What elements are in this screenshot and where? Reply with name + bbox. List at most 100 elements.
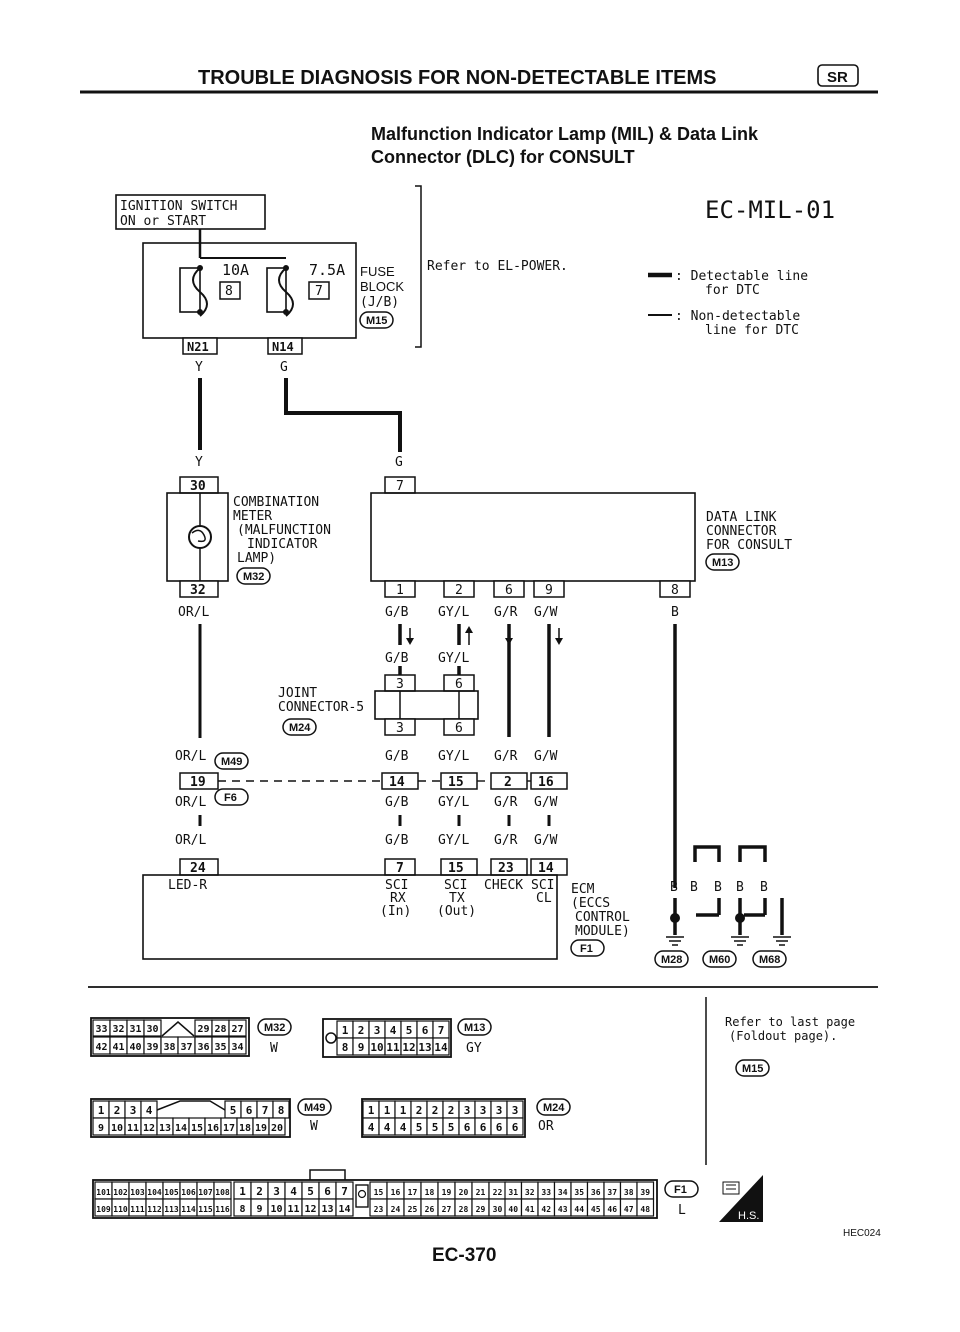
dlc-wire-b: B	[671, 605, 679, 620]
m13-view-cell	[432, 1037, 450, 1056]
joint-pin-6-top-label: 6	[455, 677, 463, 692]
wire-y-label: Y	[195, 455, 203, 470]
pin-n14-label: N14	[272, 340, 294, 354]
f1-view-pin: 105	[164, 1188, 179, 1197]
dlc-pin-8-label: 8	[671, 583, 679, 598]
page-number: EC-370	[432, 1245, 496, 1266]
f1-view-pin: 37	[607, 1188, 617, 1197]
f1-view-pin: 20	[459, 1188, 469, 1197]
refer-last-page-1: Refer to last page	[725, 1015, 855, 1029]
m49-view-pin: 8	[278, 1104, 285, 1117]
m32-view-pin: 36	[197, 1042, 209, 1053]
m49-view-pin: 4	[146, 1104, 153, 1117]
m13-view-pin: 9	[358, 1041, 365, 1054]
f1-view-pin: 28	[459, 1205, 469, 1214]
f1-view-pin: 46	[607, 1205, 617, 1214]
dlc-pin-6	[493, 580, 525, 598]
m24-view-pin: 2	[416, 1104, 423, 1117]
m32-view-pin: 28	[214, 1024, 226, 1035]
dlc-pin-9	[533, 580, 565, 598]
fuse-7-5a-label: 7.5A	[309, 261, 345, 279]
joint-pin-3-bottom-label: 3	[396, 721, 404, 736]
wire-g	[284, 378, 402, 452]
m24-view-oval	[536, 1098, 571, 1116]
ground-m60: M60	[709, 954, 730, 966]
ecm-sci-tx-2: TX	[449, 891, 465, 906]
ecm-sci-rx-3: (In)	[380, 904, 411, 919]
f1-view-pin: 116	[215, 1205, 230, 1214]
joint-wire-gb: G/B	[385, 651, 409, 666]
wire-g-label-top: G	[280, 360, 288, 375]
ecm-led-label: LED-R	[168, 878, 207, 893]
m32-view-oval	[257, 1018, 292, 1036]
wire-orl-label-3: OR/L	[175, 795, 206, 810]
diagram-code: EC-MIL-01	[705, 196, 835, 224]
f1-view-pin: 31	[508, 1188, 518, 1197]
m32-view-pin: 32	[112, 1024, 124, 1035]
fuse-10a	[179, 265, 208, 317]
m24-view-pin: 4	[400, 1121, 407, 1134]
f1-view-pin: 35	[574, 1188, 584, 1197]
dlc-pin-6-label: 6	[505, 583, 513, 598]
pin-n14	[267, 337, 303, 355]
f1-view-pin: 17	[408, 1188, 418, 1197]
fuse-connector: M15	[366, 315, 387, 327]
f1-view-pin: 13	[321, 1204, 333, 1215]
f1-view-pin: 41	[525, 1205, 535, 1214]
f1-view-pin: 110	[113, 1205, 128, 1214]
fuse-block-label-1: FUSE	[360, 264, 395, 279]
low-wire-gw: G/W	[534, 795, 558, 810]
m49-view-pin: 19	[255, 1123, 267, 1134]
f1-view-pin: 2	[256, 1185, 263, 1198]
f1-view-pin: 9	[256, 1204, 262, 1215]
fuse-block-label-2: BLOCK	[360, 279, 404, 294]
f1-view-pin: 102	[113, 1188, 128, 1197]
ground-b-4: B	[736, 880, 744, 895]
m49-view-key	[156, 1100, 226, 1111]
m49-oval	[214, 752, 249, 770]
f1-view-pin: 114	[181, 1205, 196, 1214]
diagram-subtitle-2: Connector (DLC) for CONSULT	[371, 147, 635, 167]
mid-pin-16-label: 16	[538, 775, 554, 790]
low-wire-gb: G/B	[385, 795, 409, 810]
m49-view-pin: 13	[159, 1123, 171, 1134]
f1-view-cell	[213, 1198, 232, 1217]
f1-view-pin: 45	[591, 1205, 601, 1214]
fuse-7-5a	[266, 265, 294, 317]
m24-view-pin: 5	[448, 1121, 455, 1134]
joint-connector-box	[374, 690, 479, 720]
m13-view-pin: 8	[342, 1041, 349, 1054]
dlc-wire-gb: G/B	[385, 605, 409, 620]
f1-view-pin: 48	[640, 1205, 650, 1214]
f1-view-pin: 23	[374, 1205, 384, 1214]
ecm-connector: F1	[580, 943, 593, 955]
legend-detectable-1: : Detectable line	[675, 269, 808, 284]
low-wire-gr: G/R	[494, 795, 518, 810]
m13-view-frame	[322, 1018, 452, 1058]
f1-view-pin: 25	[408, 1205, 418, 1214]
ground-b-3: B	[714, 880, 722, 895]
ecm-sci-tx-1: SCI	[444, 878, 467, 893]
m13-view-oval	[457, 1018, 492, 1036]
joint-label-2: CONNECTOR-5	[278, 700, 364, 715]
dlc-wire-gr: G/R	[494, 605, 518, 620]
meter-pin-32-label: 32	[190, 583, 206, 598]
f1-view-pin: 6	[324, 1185, 331, 1198]
f1-view-pin: 19	[442, 1188, 452, 1197]
joint-pin-6-bottom	[443, 718, 475, 736]
pin-n21	[182, 337, 218, 355]
ecm-sci-rx-1: SCI	[385, 878, 408, 893]
ecm-name-4: MODULE)	[575, 924, 630, 939]
f1-view-pin: 14	[338, 1204, 350, 1215]
f1-view-pin: 12	[304, 1204, 316, 1215]
m32-view-cell	[143, 1019, 162, 1037]
ground-b-2: B	[690, 880, 698, 895]
m49-view-pin: 17	[223, 1123, 235, 1134]
ecm-name-1: ECM	[571, 882, 595, 897]
ground-m68: M68	[759, 954, 780, 966]
m49-view-pin: 15	[191, 1123, 203, 1134]
mid-pin-16	[530, 772, 568, 790]
m13-view-pin: 3	[374, 1024, 381, 1037]
dlc-connector: M13	[712, 557, 733, 569]
